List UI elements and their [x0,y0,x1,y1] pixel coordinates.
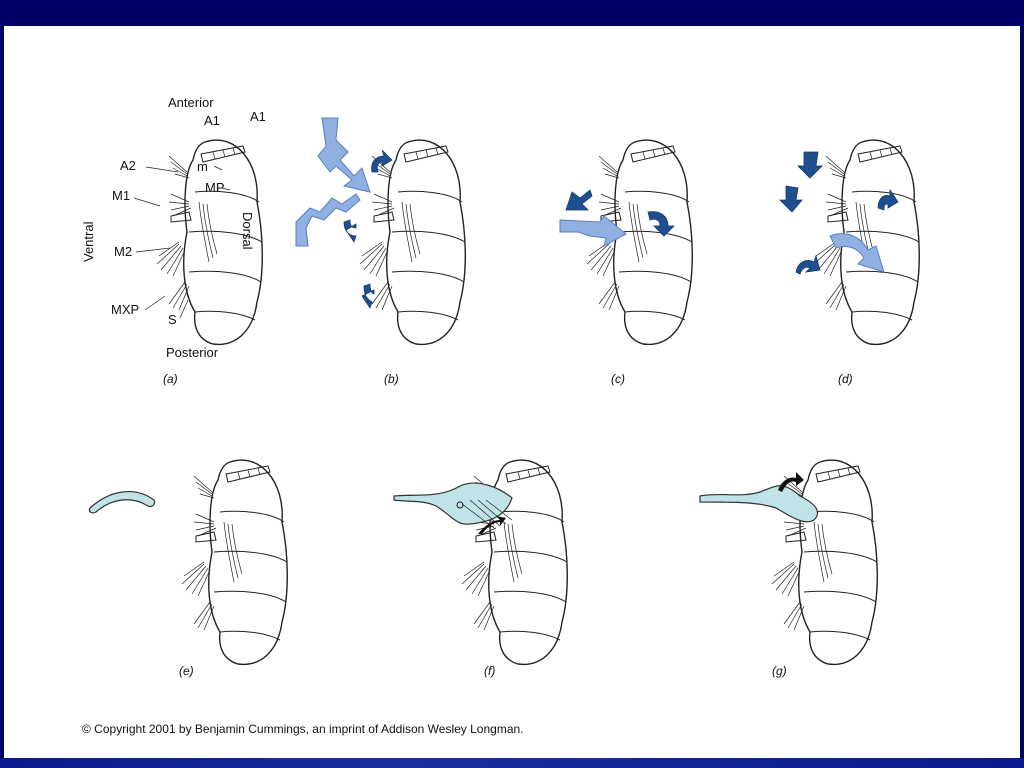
caption-a: (a) [163,372,178,386]
light-water-flow-arrow-icon [295,193,361,247]
dark-appendage-motion-arrow-icon [565,189,593,211]
caption-g: (g) [772,664,787,678]
caption-c: (c) [611,372,625,386]
mxp-label: MXP [111,302,139,317]
feeding-current-shape [699,485,819,523]
dark-appendage-motion-arrow-icon [371,149,393,173]
dark-appendage-motion-arrow-icon [877,188,899,211]
panel-b: (b) [295,117,466,386]
caption-f: (f) [484,664,495,678]
top-bar [0,0,1024,26]
light-water-flow-arrow-icon [829,233,885,273]
caption-b: (b) [384,372,399,386]
panel-a: Anterior A1 A1 A2 m MP M1 M2 MXP S Poste… [81,95,266,386]
mp-label: MP [205,180,225,195]
caption-e: (e) [179,664,194,678]
panel-e: (e) [88,459,288,678]
dark-appendage-motion-arrow-icon [343,219,357,243]
dark-appendage-motion-arrow-icon [647,211,675,237]
ventral-label: Ventral [81,221,96,262]
panel-d: (d) [779,139,920,386]
feeding-current-shape [393,482,513,525]
dark-appendage-motion-arrow-icon [797,151,823,179]
copyright-text: © Copyright 2001 by Benjamin Cummings, a… [82,722,524,736]
curved-arrow-icon [478,516,506,534]
a1-top-label: A1 [204,113,220,128]
posterior-label: Posterior [166,345,219,360]
m1-label: M1 [112,188,130,203]
dorsal-label: Dorsal [240,212,255,250]
dark-appendage-motion-arrow-icon [795,254,821,275]
curved-arrow-icon [778,472,804,492]
feeding-current-shape [88,491,156,514]
panel-f: (f) [393,459,568,678]
a1-right-label: A1 [250,109,266,124]
caption-d: (d) [838,372,853,386]
light-water-flow-arrow-icon [559,215,627,247]
s-label: S [168,312,177,327]
a2-label: A2 [120,158,136,173]
panel-g: (g) [699,459,878,678]
m-label: m [197,159,208,174]
dark-appendage-motion-arrow-icon [361,283,375,309]
dark-appendage-motion-arrow-icon [779,185,803,213]
m2-label: M2 [114,244,132,259]
panel-c: (c) [559,139,693,386]
anterior-label: Anterior [168,95,214,110]
light-water-flow-arrow-icon [317,117,371,193]
bottom-bar [0,758,1024,768]
